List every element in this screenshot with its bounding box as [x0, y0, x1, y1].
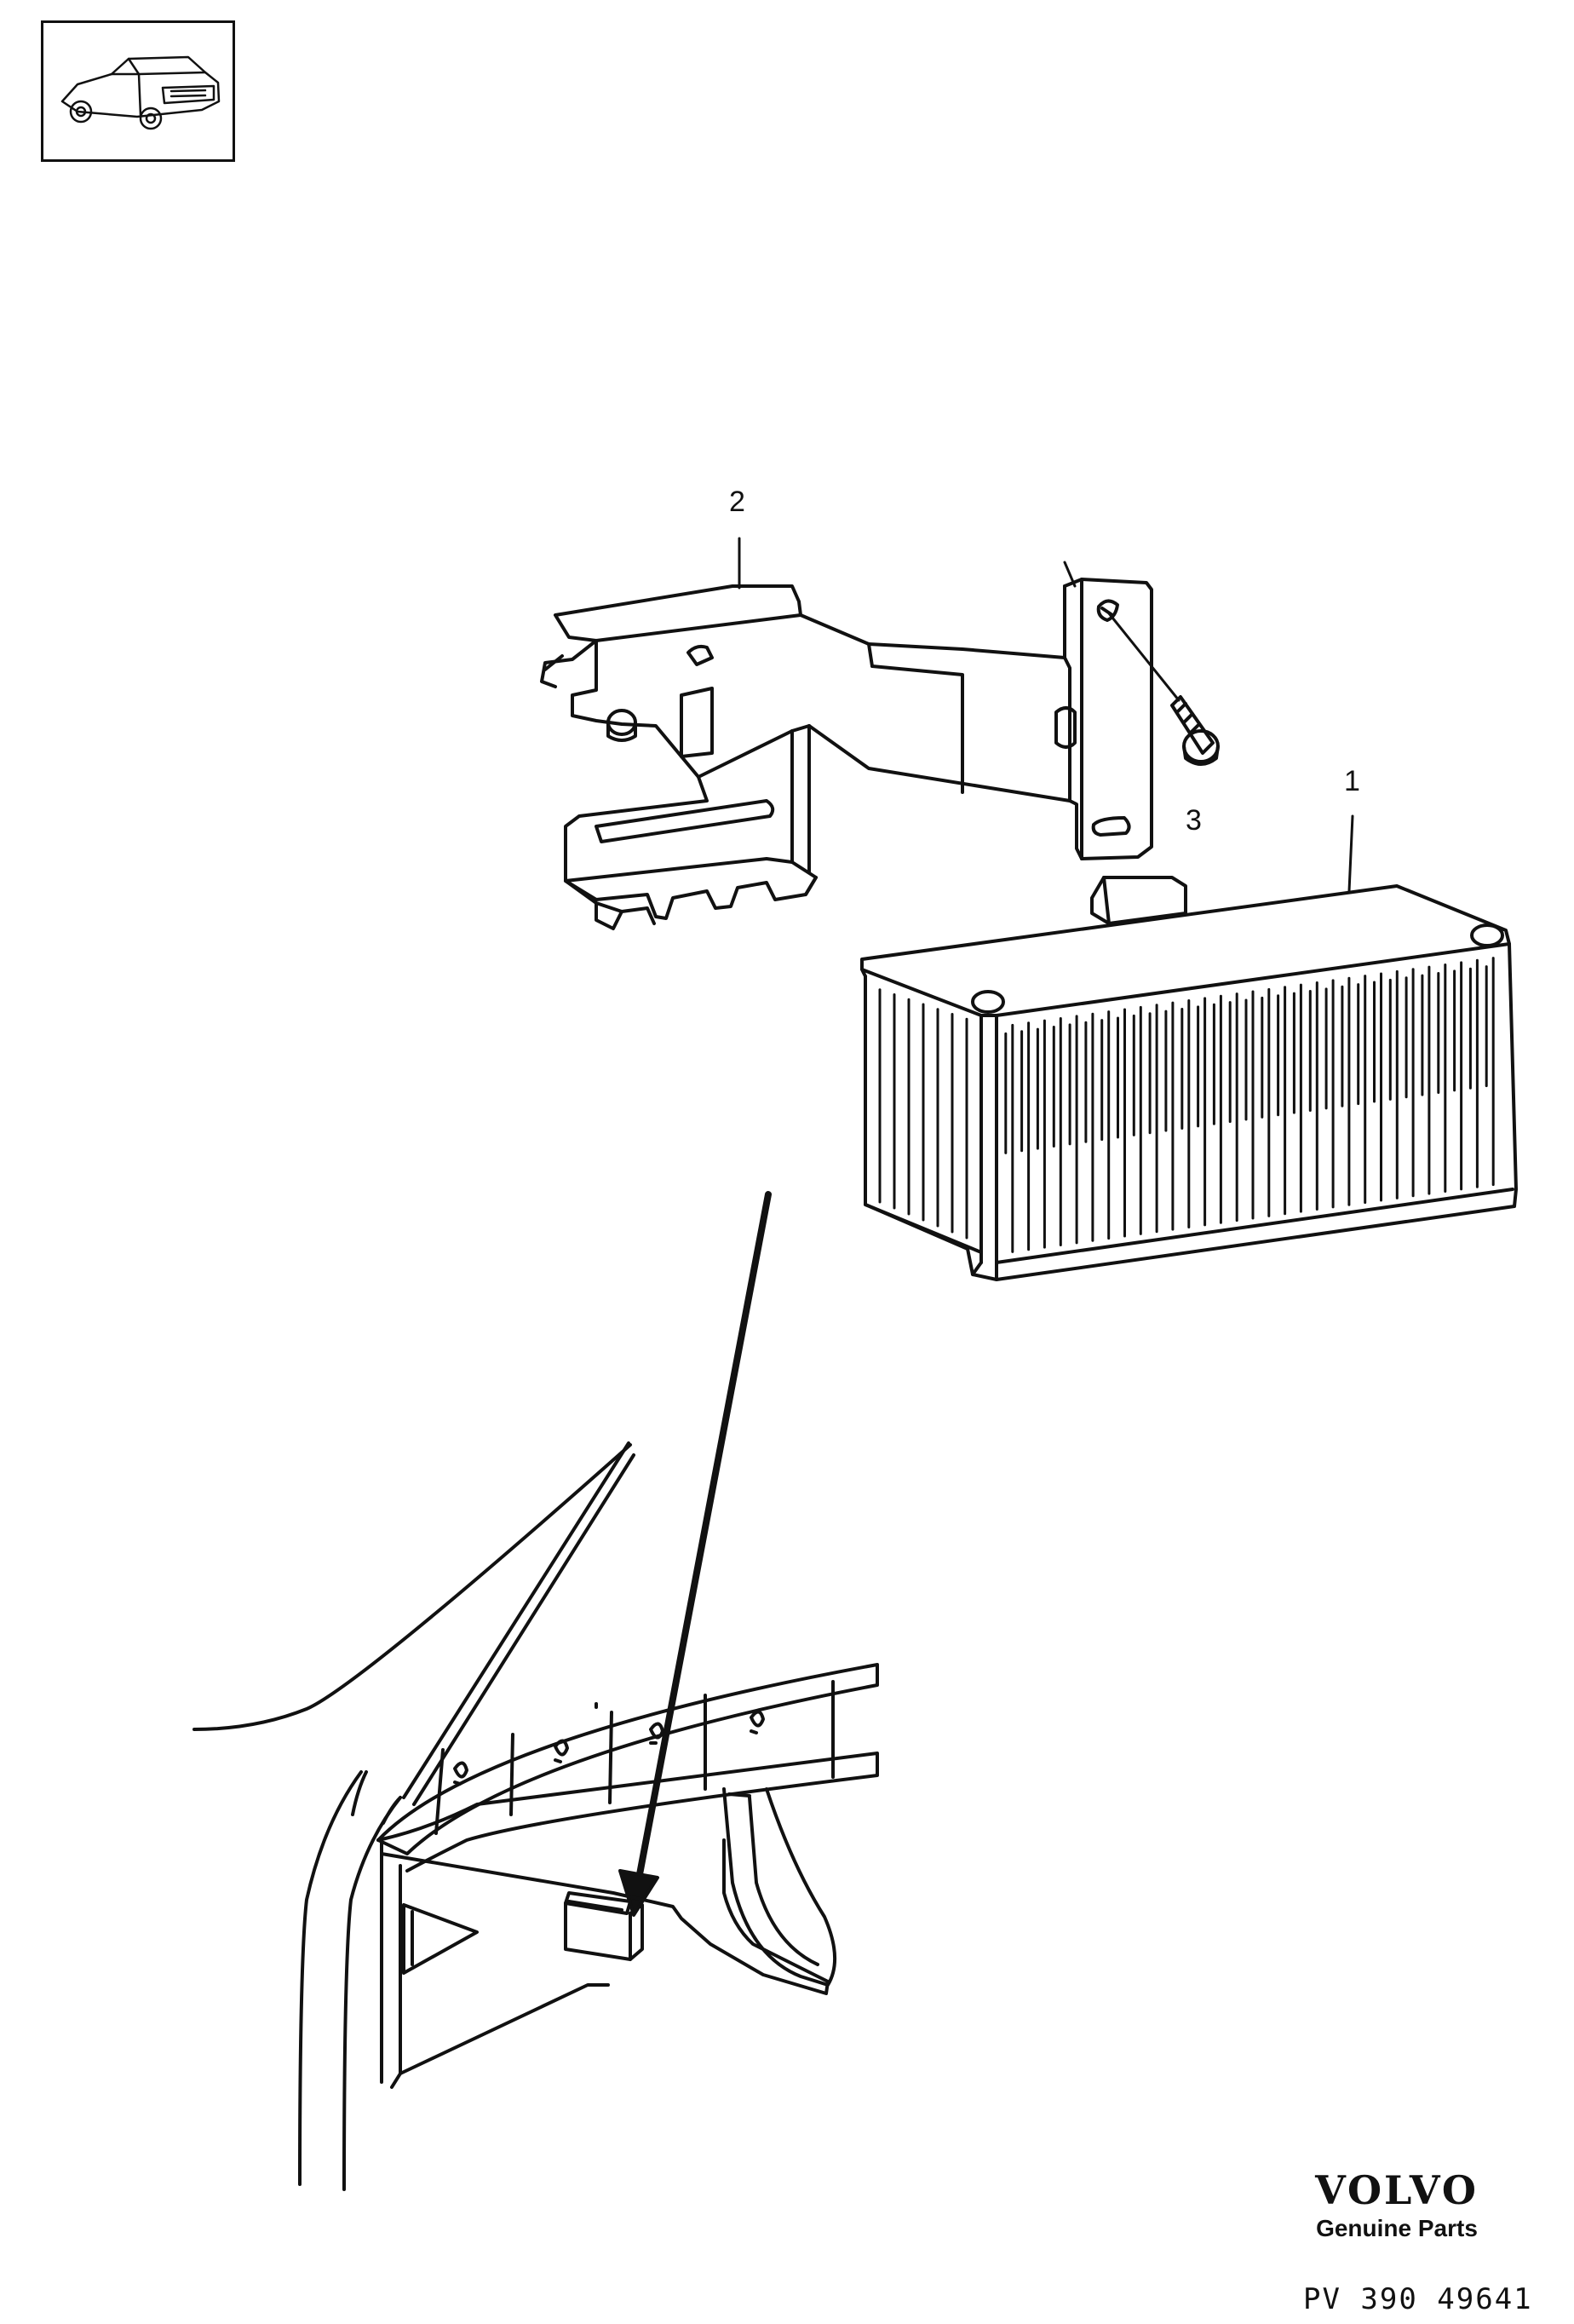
location-arrow	[618, 1191, 772, 1917]
brand-logo: VOLVO	[1315, 2167, 1479, 2213]
reference-code: PV 390 49641	[1303, 2282, 1533, 2316]
amplifier-unit	[860, 876, 1518, 1281]
mounting-bracket	[540, 561, 1153, 930]
brand-block: VOLVO Genuine Parts	[1226, 2171, 1567, 2241]
screw	[1170, 695, 1220, 766]
heat-sink-fins-side	[878, 988, 968, 1240]
heat-sink-fins-front	[1004, 957, 1495, 1253]
callout-1-label: 1	[1344, 765, 1360, 797]
brand-tagline: Genuine Parts	[1316, 2215, 1478, 2241]
vehicle-thumbnail-frame	[41, 20, 235, 162]
callout-2-label: 2	[729, 486, 745, 518]
car-sedan-icon	[60, 55, 221, 130]
callout-3-leader	[1107, 612, 1180, 702]
car-interior-body	[192, 1441, 879, 2191]
callout-3-label: 3	[1186, 804, 1202, 837]
callout-1-leader	[1347, 814, 1354, 893]
